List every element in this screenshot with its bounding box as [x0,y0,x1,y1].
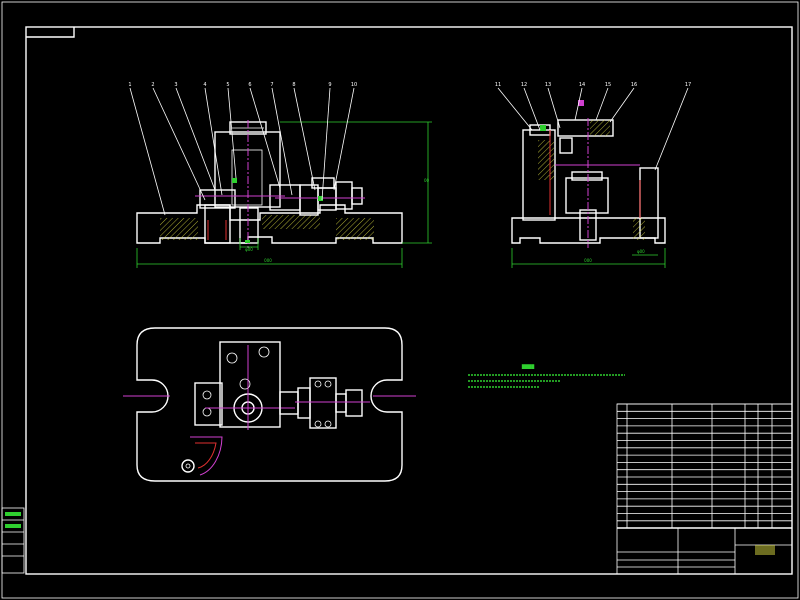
side-base-plate [511,217,666,244]
side-view: 000 φ00 [511,100,666,268]
callout-7: 7 [270,82,273,88]
callout-6: 6 [248,82,251,88]
top-base-outline [136,327,403,482]
svg-text:φ00: φ00 [245,247,253,252]
callout-2: 2 [151,82,154,88]
svg-text:00: 00 [424,178,430,183]
callout-5: 5 [226,82,229,88]
callout-12: 12 [521,82,527,88]
drawing-frame [25,26,793,575]
callout-1: 1 [128,82,131,88]
callout-16: 16 [631,82,637,88]
front-stud [239,207,259,244]
front-hatch-right [336,218,374,240]
front-view: 000 00 φ00 [136,120,432,268]
callout-10: 10 [351,82,357,88]
code-box [26,27,75,38]
top-nut [345,389,363,417]
side-column [522,129,556,221]
front-hatch-mid [262,215,320,229]
callout-14: 14 [579,82,585,88]
side-clamp [565,177,609,214]
svg-text:████: ████ [521,364,535,369]
top-swing-arm [190,436,223,476]
callout-4: 4 [203,82,206,88]
svg-text:000: 000 [264,258,272,263]
callout-13: 13 [545,82,551,88]
revision-strip [1,507,25,574]
callout-9: 9 [328,82,331,88]
front-clamp-left [199,189,236,209]
callout-11: 11 [495,82,501,88]
tech-requirements: ████ [468,364,625,388]
front-hatch-left [160,218,198,240]
parts-list [616,403,793,575]
svg-text:000: 000 [584,258,592,263]
callout-15: 15 [605,82,611,88]
callout-3: 3 [174,82,177,88]
callout-17: 17 [685,82,691,88]
callout-8: 8 [292,82,295,88]
side-top-arm [557,119,614,137]
svg-text:φ00: φ00 [637,249,645,254]
top-column [219,341,281,428]
top-view [123,327,416,482]
side-callouts: 11 12 13 14 15 16 17 [495,82,691,171]
front-callouts: 1 2 3 4 5 6 7 8 9 10 [128,82,357,216]
top-clamp [309,377,337,429]
